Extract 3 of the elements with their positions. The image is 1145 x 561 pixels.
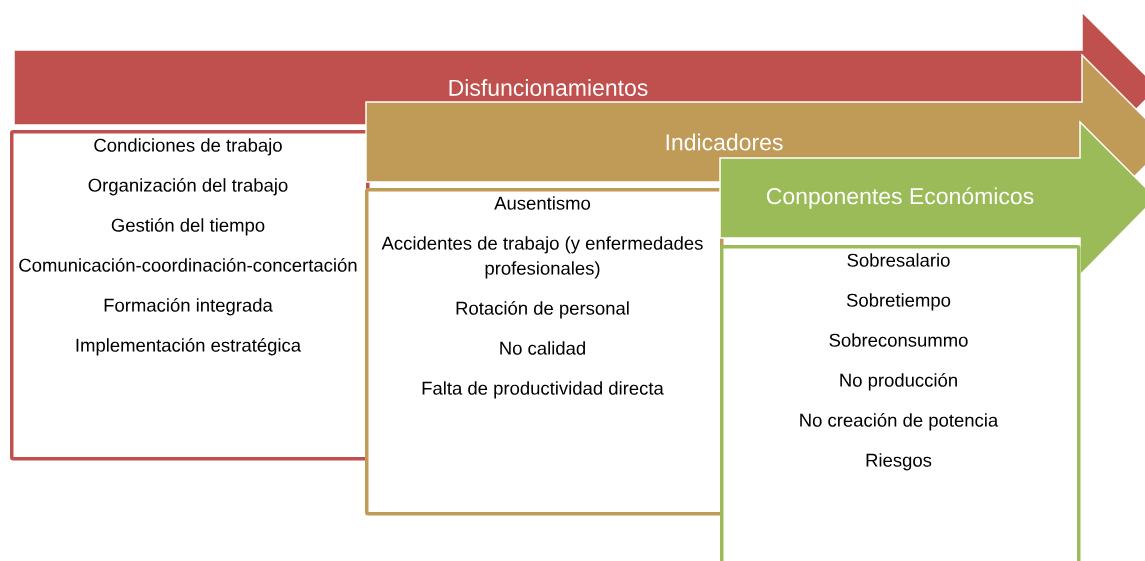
list-box: Condiciones de trabajo Organización del trabajo Gestión del tiempo Comunicación-coordinación-concertación Formación integrada Implementación estratégica <box>10 130 370 461</box>
list-box: Ausentismo Accidentes de trabajo (y enfermedades profesionales) Rotación de personal No calidad Falta de productividad directa <box>365 188 724 516</box>
list-box: Sobresalario Sobretiempo Sobreconsummo No producción No creación de potencia Riesgos <box>720 245 1081 561</box>
